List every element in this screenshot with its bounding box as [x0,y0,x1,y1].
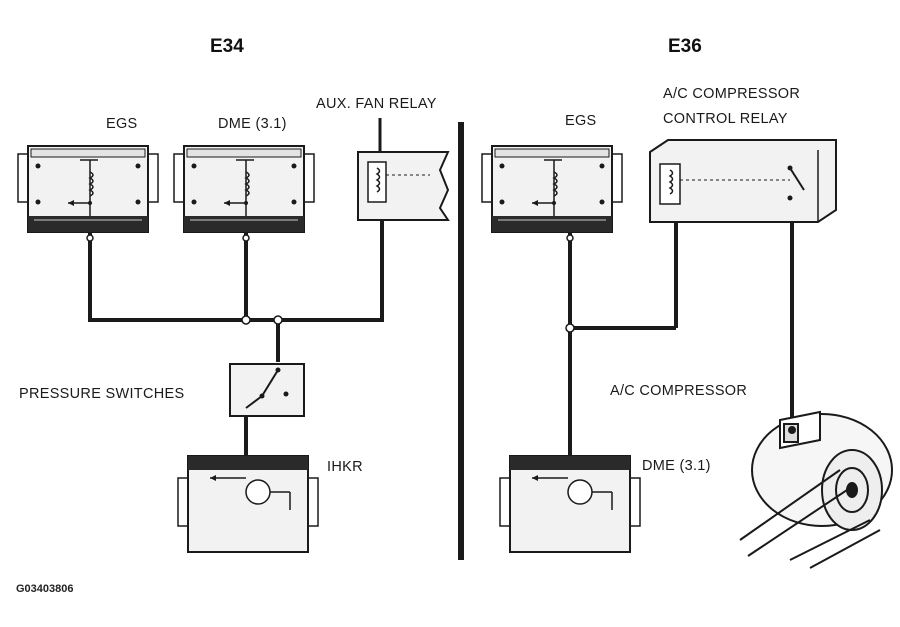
section-title-e34: E34 [210,36,244,57]
aux-fan-relay [357,118,450,221]
section-title-e36: E36 [668,36,702,57]
ihkr-module [177,455,319,553]
figure-id: G03403806 [16,583,74,595]
label-ac-relay-line2: CONTROL RELAY [663,111,788,127]
pressure-switches [229,363,305,417]
label-aux-fan-relay: AUX. FAN RELAY [316,96,437,112]
label-egs-e34: EGS [106,116,138,132]
label-dme-e34: DME (3.1) [218,116,287,132]
ac-compressor-control-relay [649,139,837,223]
label-ihkr: IHKR [327,459,363,475]
label-ac-compressor: A/C COMPRESSOR [610,383,748,399]
e36-wiring [568,222,794,458]
label-dme-e36: DME (3.1) [642,458,711,474]
ac-compressor [739,410,893,569]
label-egs-e36: EGS [565,113,597,129]
dme-module-e36 [499,455,641,553]
label-ac-relay-line1: A/C COMPRESSOR [663,86,801,102]
label-pressure-switches: PRESSURE SWITCHES [19,386,185,402]
e34-wiring [88,220,384,456]
